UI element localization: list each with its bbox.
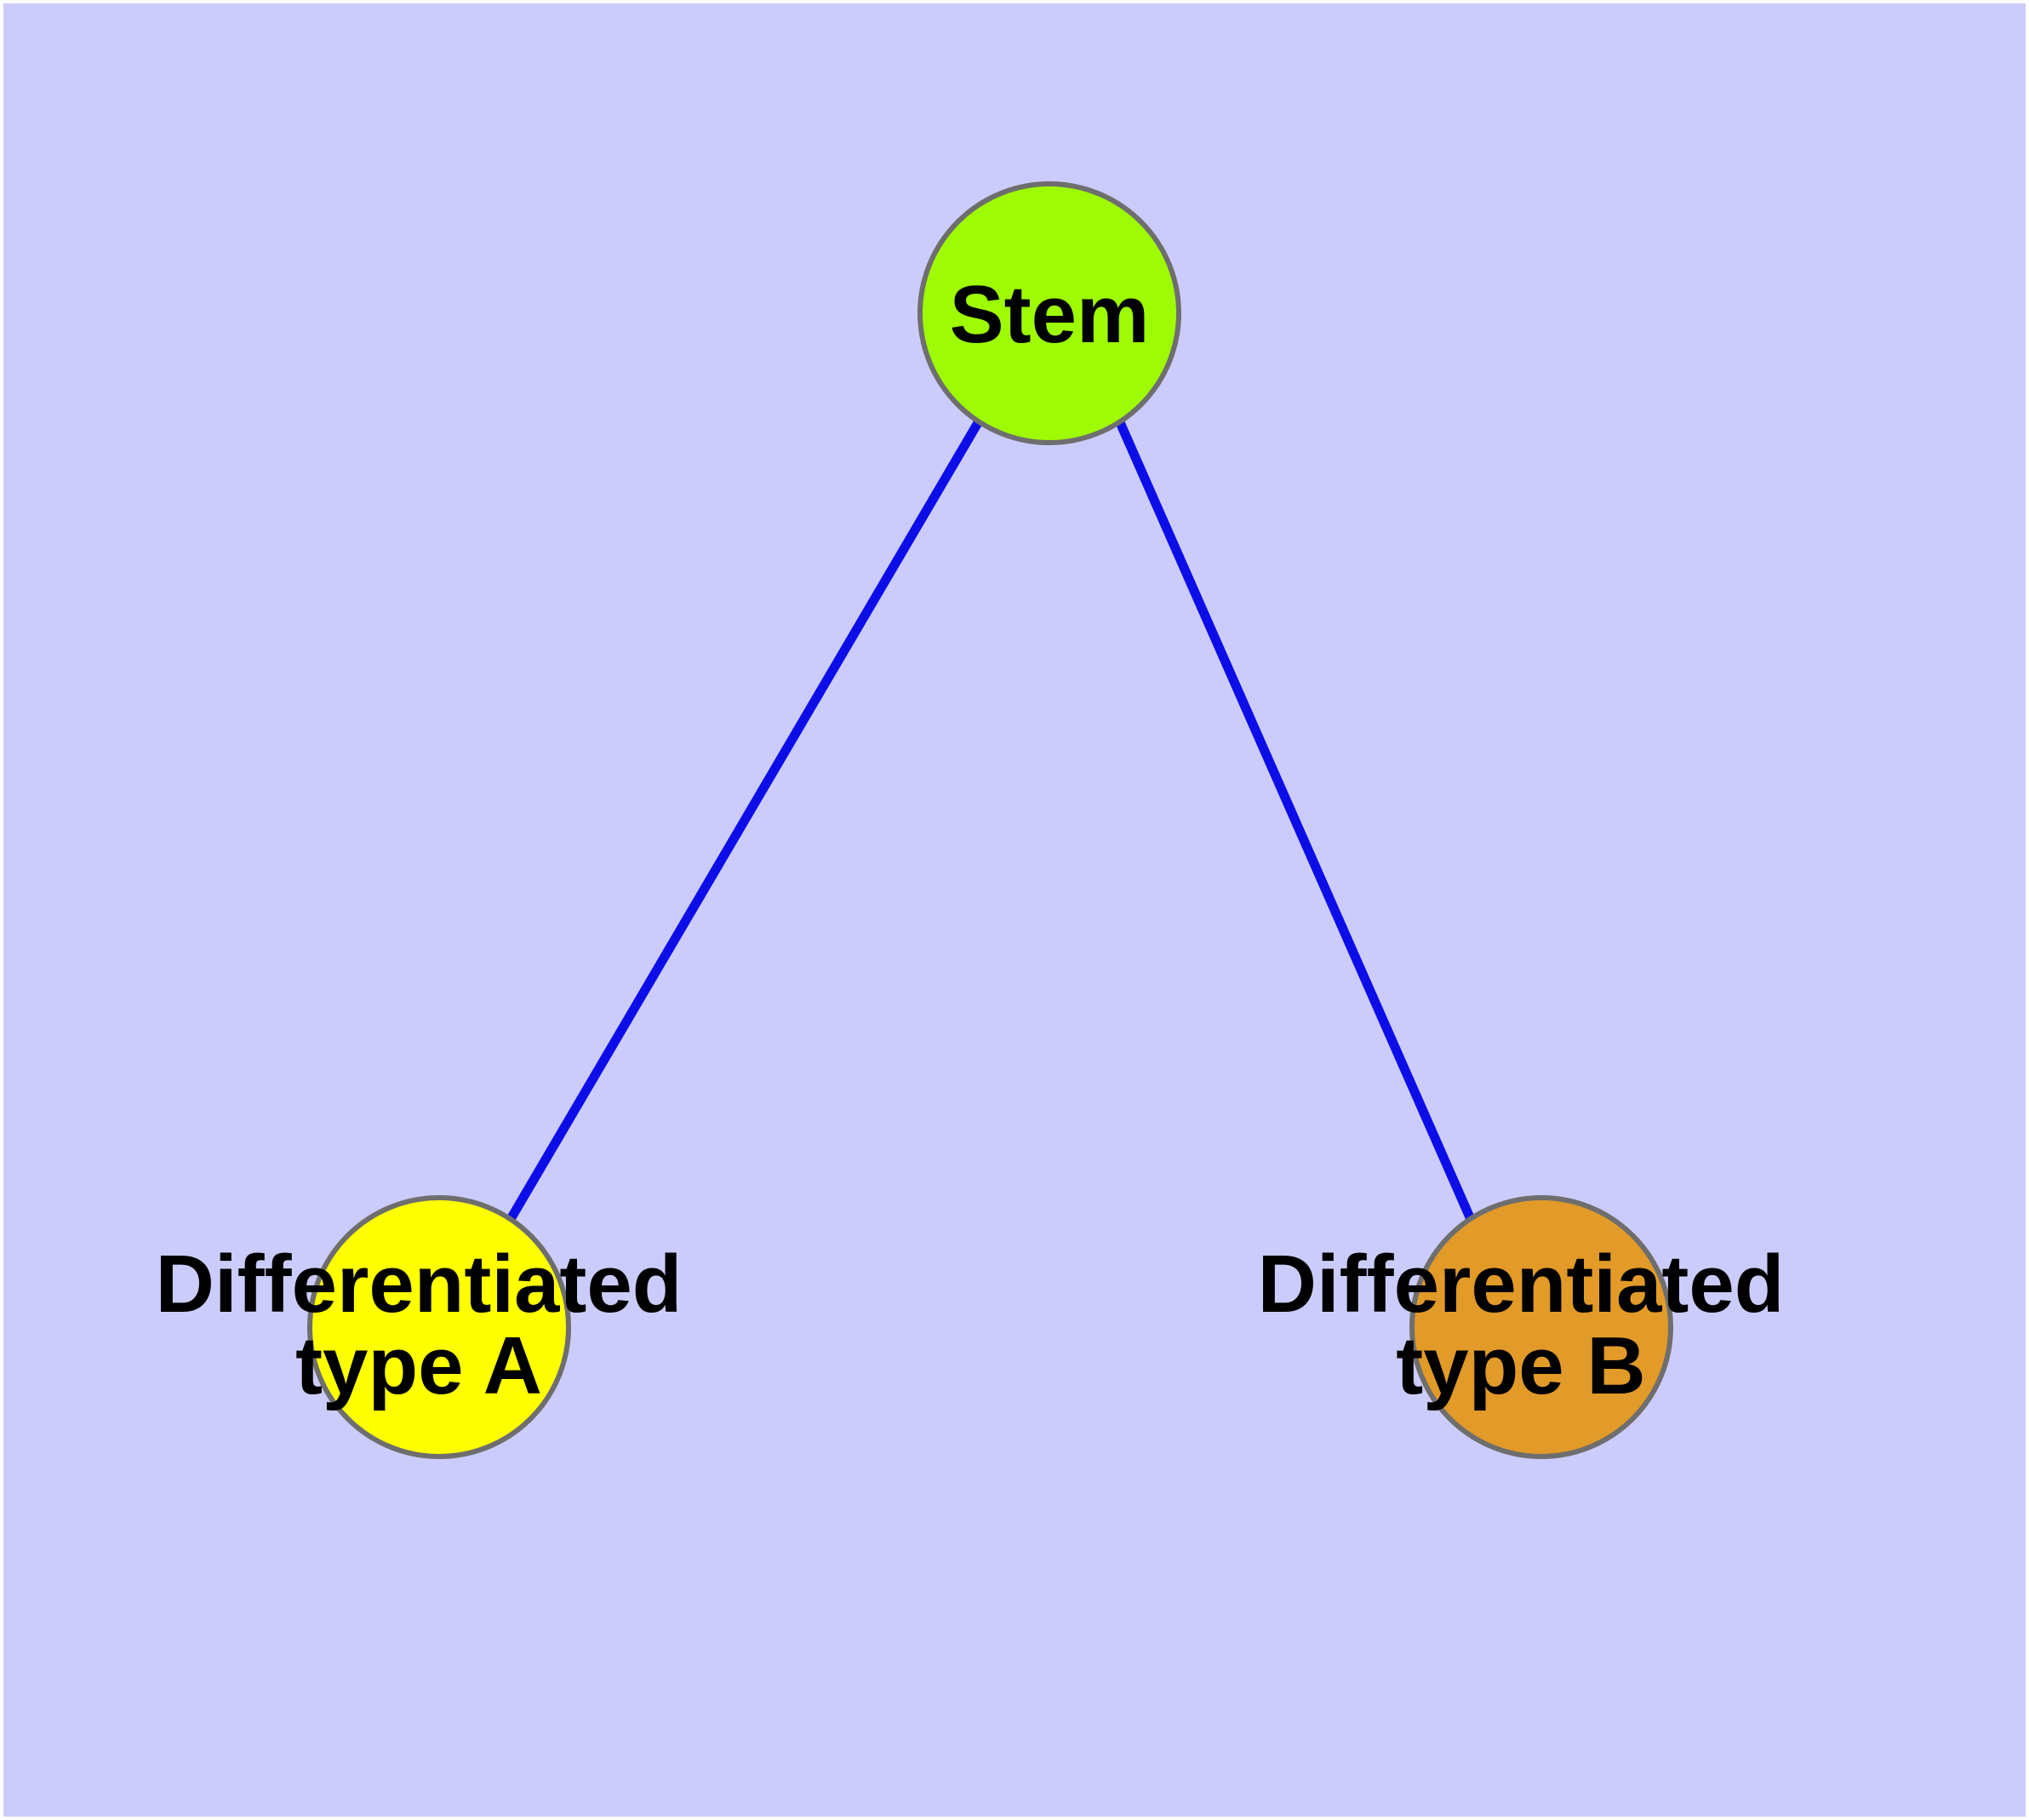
node-label-line: type A [295, 1320, 542, 1411]
edge-stem-to-type-b [1114, 418, 1475, 1220]
node-label-line: type B [1396, 1320, 1645, 1411]
nodes-group [307, 181, 1673, 1459]
node-label-line: Differentiated [156, 1239, 683, 1330]
node-label-stem: Stem [950, 269, 1150, 360]
node-label-line: Stem [950, 269, 1150, 360]
node-label-line: Differentiated [1258, 1239, 1785, 1330]
node-stem[interactable] [917, 181, 1181, 445]
edge-stem-to-type-a [506, 419, 983, 1222]
node-differentiated-type-a[interactable] [307, 1195, 571, 1459]
node-differentiated-type-b[interactable] [1409, 1195, 1673, 1459]
edges-group [506, 418, 1475, 1222]
